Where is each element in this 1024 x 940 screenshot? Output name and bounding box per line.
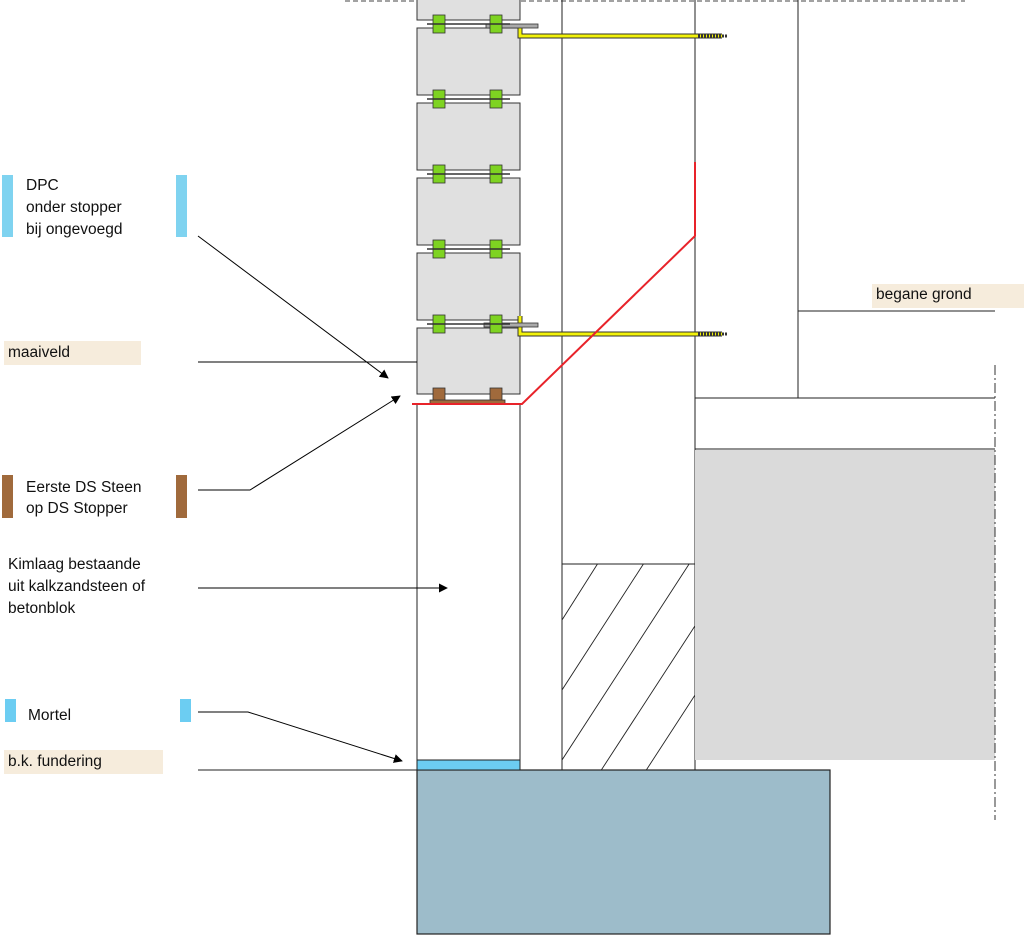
stopper-marker-left: [2, 475, 13, 518]
kimlaag-label-line2: uit kalkzandsteen of: [8, 578, 146, 595]
dpc-label-line2: onder stopper: [26, 199, 122, 216]
kimlaag-label-line1: Kimlaag bestaande: [8, 556, 141, 573]
stopper-marker-right: [176, 475, 187, 518]
mortel-label: Mortel: [28, 707, 72, 724]
floor-insulation: [695, 450, 995, 760]
mortel-marker-left: [5, 699, 16, 722]
maaiveld-label-bg: [4, 341, 141, 365]
dpc-leader: [197, 235, 389, 379]
dpc-label-line1: DPC: [26, 177, 59, 194]
dpc-label-line3: bij ongevoegd: [26, 221, 123, 238]
dpc-line: [412, 162, 696, 405]
foundation-block: [416, 769, 831, 935]
dpc-marker-right: [176, 175, 187, 237]
eerste-ds-steen-label: Eerste DS Steen op DS Stopper: [26, 477, 141, 519]
fundering-label: b.k. fundering: [8, 753, 102, 770]
wall-anchor-top: [485, 23, 728, 39]
wall-anchor-bottom: [483, 316, 728, 337]
mortel-marker-right: [180, 699, 191, 722]
maaiveld-label: maaiveld: [8, 344, 71, 361]
brick-clips: [427, 14, 510, 334]
dpc-label: DPC onder stopper bij ongevoegd: [26, 175, 123, 241]
eerste-label-line2: op DS Stopper: [26, 500, 128, 517]
mortel-bed: [416, 759, 521, 771]
brick-courses: [416, 0, 521, 395]
mortel-leader: [198, 711, 403, 763]
eerste-label-line1: Eerste DS Steen: [26, 479, 142, 496]
begane-grond-label: begane grond: [876, 286, 972, 303]
kimlaag-label: Kimlaag bestaande uit kalkzandsteen of b…: [8, 554, 145, 620]
kimlaag-label-line3: betonblok: [8, 600, 76, 617]
begane-grond-label-bg: [872, 284, 1024, 308]
dpc-marker-left: [2, 175, 13, 237]
fundering-label-bg: [4, 750, 163, 774]
kimlaag-block: [416, 403, 521, 761]
hatched-block: [562, 564, 695, 770]
eerste-leader: [198, 395, 401, 491]
